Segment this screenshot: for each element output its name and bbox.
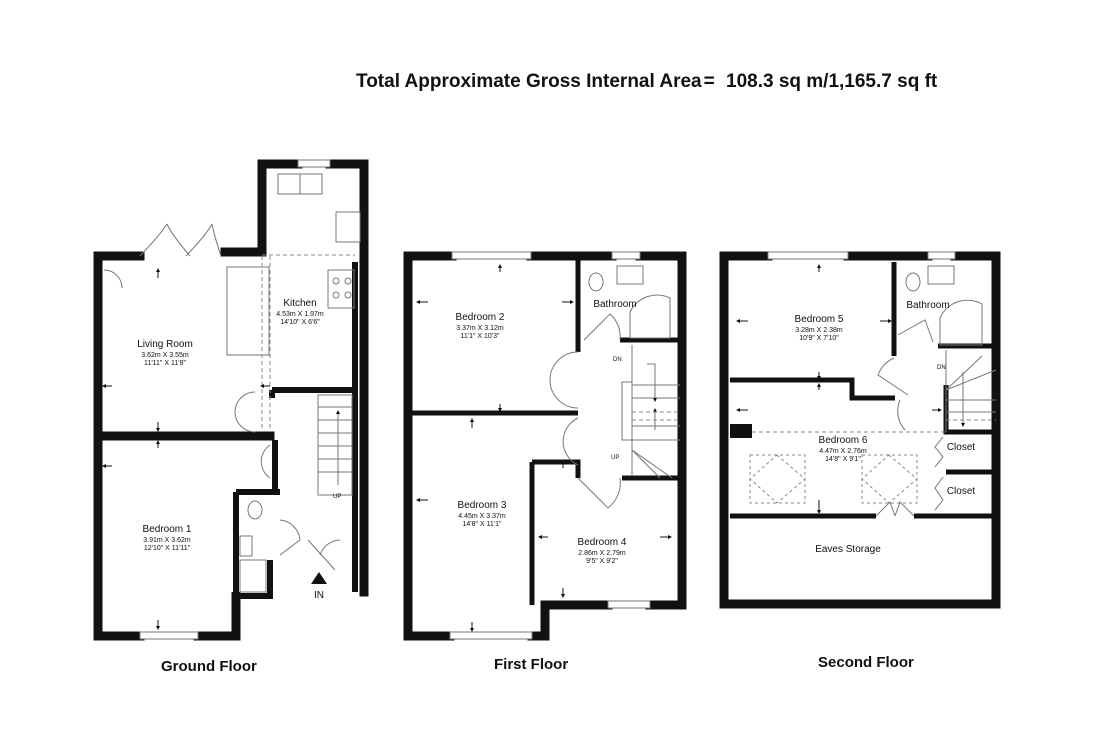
room-bedroom-6: Bedroom 6 4.47m X 2.76m 14'8" X 9'1" — [810, 435, 876, 465]
entrance-label: IN — [314, 590, 324, 601]
room-bedroom-4: Bedroom 4 2.86m X 2.79m 9'5" X 9'2" — [572, 537, 632, 567]
room-name: Bathroom — [593, 299, 637, 310]
room-name: Living Room — [137, 339, 193, 350]
room-imperial: 10'9" X 7'10" — [799, 335, 839, 343]
room-name: Bedroom 4 — [577, 537, 627, 548]
room-name: Kitchen — [283, 298, 317, 309]
room-closet-1: Closet — [944, 442, 978, 455]
room-bedroom-5: Bedroom 5 3.28m X 2.38m 10'9" X 7'10" — [786, 314, 852, 344]
room-name: Bedroom 1 — [142, 524, 192, 535]
floor-label-second: Second Floor — [818, 654, 914, 671]
stair-dn-label: DN — [613, 357, 622, 363]
room-metric: 3.28m X 2.38m — [795, 326, 843, 334]
room-closet-2: Closet — [944, 486, 978, 499]
room-bedroom-3: Bedroom 3 4.45m X 3.37m 14'8" X 11'1" — [452, 500, 512, 530]
floor-label-first: First Floor — [494, 656, 569, 673]
floor-label-ground: Ground Floor — [161, 658, 257, 675]
first-floor-plan — [403, 251, 687, 641]
room-bathroom-first: Bathroom — [590, 299, 640, 312]
room-imperial: 11'1" X 10'3" — [460, 333, 500, 341]
room-imperial: 14'8" X 11'1" — [462, 521, 502, 529]
area-imperial: 1,165.7 sq ft — [828, 71, 938, 92]
second-floor-plan — [719, 251, 1001, 609]
room-bathroom-second: Bathroom — [903, 300, 953, 313]
room-metric: 3.62m X 3.55m — [141, 351, 189, 359]
room-imperial: 14'10" X 6'6" — [280, 319, 320, 327]
room-name: Bathroom — [906, 300, 950, 311]
room-name: Bedroom 2 — [455, 312, 505, 323]
gross-area-label: Total Approximate Gross Internal Area — [356, 71, 702, 92]
room-imperial: 14'8" X 9'1" — [825, 456, 861, 464]
room-imperial: 12'10" X 11'11" — [143, 545, 191, 553]
room-name: Bedroom 5 — [794, 314, 844, 325]
room-metric: 4.45m X 3.37m — [458, 512, 506, 520]
room-bedroom-2: Bedroom 2 3.37m X 3.12m 11'1" X 10'3" — [450, 312, 510, 342]
room-name: Bedroom 6 — [818, 435, 868, 446]
equals-sign: = — [703, 71, 715, 92]
stair-up-label: UP — [333, 494, 342, 500]
room-metric: 3.91m X 3.62m — [143, 536, 191, 544]
area-metric: 108.3 sq m — [726, 71, 824, 92]
room-metric: 4.47m X 2.76m — [819, 447, 867, 455]
room-bedroom-1: Bedroom 1 3.91m X 3.62m 12'10" X 11'11" — [134, 524, 200, 554]
room-metric: 3.37m X 3.12m — [456, 324, 504, 332]
room-imperial: 9'5" X 9'2" — [586, 558, 618, 566]
gross-area-title: Total Approximate Gross Internal Area= 1… — [356, 71, 937, 93]
room-name: Bedroom 3 — [457, 500, 507, 511]
room-name: Eaves Storage — [815, 544, 881, 555]
room-name: Closet — [946, 486, 976, 497]
stair-up-label: UP — [611, 455, 620, 461]
room-imperial: 11'11" X 11'8" — [144, 360, 186, 368]
room-kitchen: Kitchen 4.53m X 1.97m 14'10" X 6'6" — [270, 298, 330, 328]
ground-floor-plan — [93, 159, 369, 641]
room-metric: 2.86m X 2.79m — [578, 549, 626, 557]
room-living-room: Living Room 3.62m X 3.55m 11'11" X 11'8" — [130, 339, 200, 369]
entrance-arrow-icon — [311, 572, 327, 584]
stair-dn-label: DN — [937, 365, 946, 371]
room-metric: 4.53m X 1.97m — [276, 310, 324, 318]
room-name: Closet — [946, 442, 976, 453]
area-separator: / — [823, 71, 829, 92]
room-eaves-storage: Eaves Storage — [810, 544, 886, 557]
